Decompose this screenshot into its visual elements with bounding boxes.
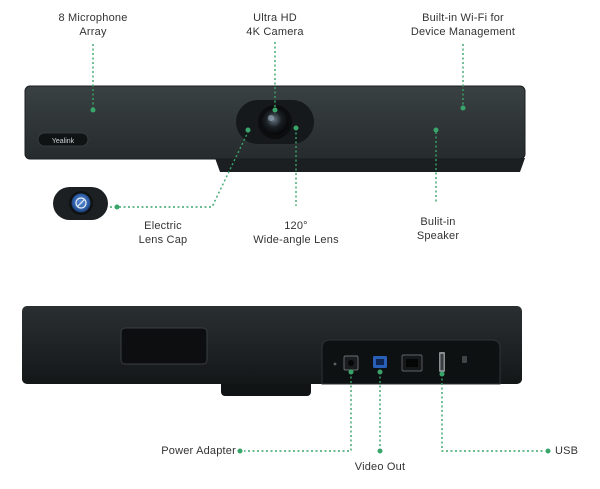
- front-base: [215, 158, 525, 172]
- label-power-adapter: Power Adapter: [161, 445, 236, 457]
- brand-badge: [37, 132, 89, 147]
- brand-logo: Yealink: [52, 138, 75, 145]
- label-wifi: Built-in Wi-Fi for Device Management: [410, 12, 516, 38]
- label-4k-camera: Ultra HD 4K Camera: [246, 12, 304, 38]
- lock-slot-icon: [462, 356, 467, 363]
- label-speaker: Bulit-in Speaker: [416, 216, 460, 242]
- label-wide-angle-lens: 120° Wide-angle Lens: [253, 220, 339, 246]
- front-leader-lines: [92, 42, 464, 208]
- label-lens-cap: Electric Lens Cap: [138, 220, 188, 246]
- label-usb: USB: [555, 445, 579, 457]
- label-video-out: Video Out: [354, 461, 406, 473]
- rear-panel-slot: [120, 327, 208, 365]
- rear-bar: [22, 306, 522, 396]
- rear-leader-dots: [237, 369, 551, 454]
- lens-cap-icon: [75, 197, 87, 209]
- rear-leader-lines: [244, 372, 544, 452]
- label-mic-array: 8 Microphone Array: [58, 12, 128, 38]
- lens-cap: [53, 187, 108, 220]
- camera-lens-icon: [262, 109, 288, 135]
- front-leader-dots: [90, 105, 466, 210]
- front-bar: Yealink: [24, 85, 526, 172]
